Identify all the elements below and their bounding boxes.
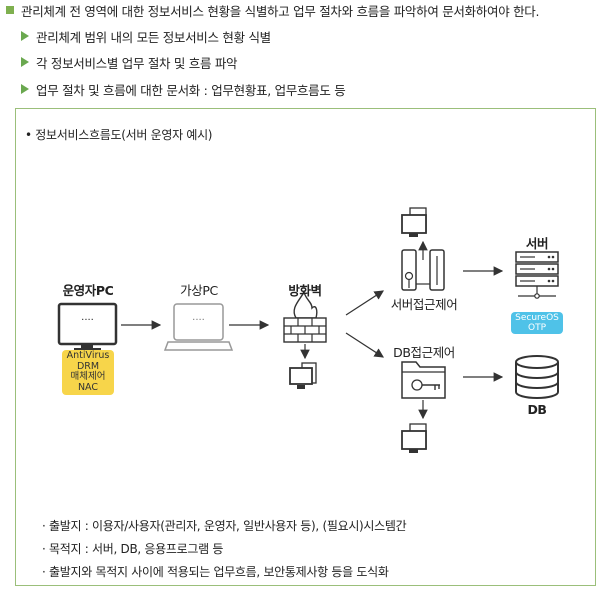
operator-pc-label: 운영자PC: [62, 283, 114, 298]
note-1-text: 출발지 : 이용자/사용자(관리자, 운영자, 일반사용자 등), (필요시)시…: [49, 519, 407, 533]
database-icon: [515, 355, 559, 399]
arrow-firewall-to-server-access: [345, 290, 385, 316]
server-security-tags: SecureOS OTP: [511, 312, 563, 334]
tag-drm: DRM: [76, 360, 100, 372]
tag-nac: NAC: [77, 381, 99, 393]
triangle-bullet-icon: [21, 31, 29, 41]
db-label: DB: [527, 402, 547, 417]
server-access-label: 서버접근제어: [390, 297, 458, 312]
db-access-folder-icon: [401, 361, 446, 399]
note-3: · 출발지와 목적지 사이에 적용되는 업무흐름, 보안통제사항 등을 도식화: [42, 565, 389, 579]
db-access-monitor-icon: [401, 423, 427, 453]
note-1: · 출발지 : 이용자/사용자(관리자, 운영자, 일반사용자 등), (필요시…: [42, 519, 407, 533]
note-3-text: 출발지와 목적지 사이에 적용되는 업무흐름, 보안통제사항 등을 도식화: [49, 565, 389, 579]
tag-otp: OTP: [527, 323, 546, 333]
tag-secureos: SecureOS: [515, 313, 559, 323]
virtual-pc-screen-text: ....: [192, 312, 205, 323]
db-access-label: DB접근제어: [393, 345, 455, 360]
item-3: 업무 절차 및 흐름에 대한 문서화 : 업무현황표, 업무흐름도 등: [36, 83, 346, 98]
arrow-firewall-to-db-access: [345, 332, 385, 358]
operator-pc-security-tags: AntiVirus DRM 매체제어 NAC: [62, 350, 114, 395]
server-rack-icon: [515, 251, 559, 299]
firewall-label: 방화벽: [288, 283, 322, 298]
tag-media-control: 매체제어: [70, 371, 106, 382]
server-label: 서버: [525, 236, 549, 251]
virtual-pc-icon: [163, 303, 234, 351]
note-2-text: 목적지 : 서버, DB, 응용프로그램 등: [49, 542, 224, 556]
main-requirement: 관리체계 전 영역에 대한 정보서비스 현황을 식별하고 업무 절차와 흐름을 …: [21, 4, 540, 19]
item-2: 각 정보서비스별 업무 절차 및 흐름 파악: [36, 56, 238, 71]
diagram-title: • 정보서비스흐름도(서버 운영자 예시): [25, 128, 213, 142]
square-bullet-icon: [6, 6, 14, 14]
note-2: · 목적지 : 서버, DB, 응용프로그램 등: [42, 542, 224, 556]
firewall-icon: [283, 289, 327, 343]
server-access-appliance-icon: [401, 249, 445, 291]
item-1: 관리체계 범위 내의 모든 정보서비스 현황 식별: [36, 30, 271, 45]
triangle-bullet-icon: [21, 84, 29, 94]
diagram-panel: [15, 108, 596, 586]
diagram-title-text: 정보서비스흐름도(서버 운영자 예시): [35, 128, 213, 142]
server-access-monitor-icon: [401, 207, 427, 237]
operator-pc-icon: [57, 302, 118, 350]
tag-antivirus: AntiVirus: [66, 350, 110, 361]
operator-pc-screen-text: ....: [81, 312, 94, 323]
triangle-bullet-icon: [21, 57, 29, 67]
firewall-monitor-icon: [289, 362, 317, 389]
virtual-pc-label: 가상PC: [180, 283, 218, 298]
